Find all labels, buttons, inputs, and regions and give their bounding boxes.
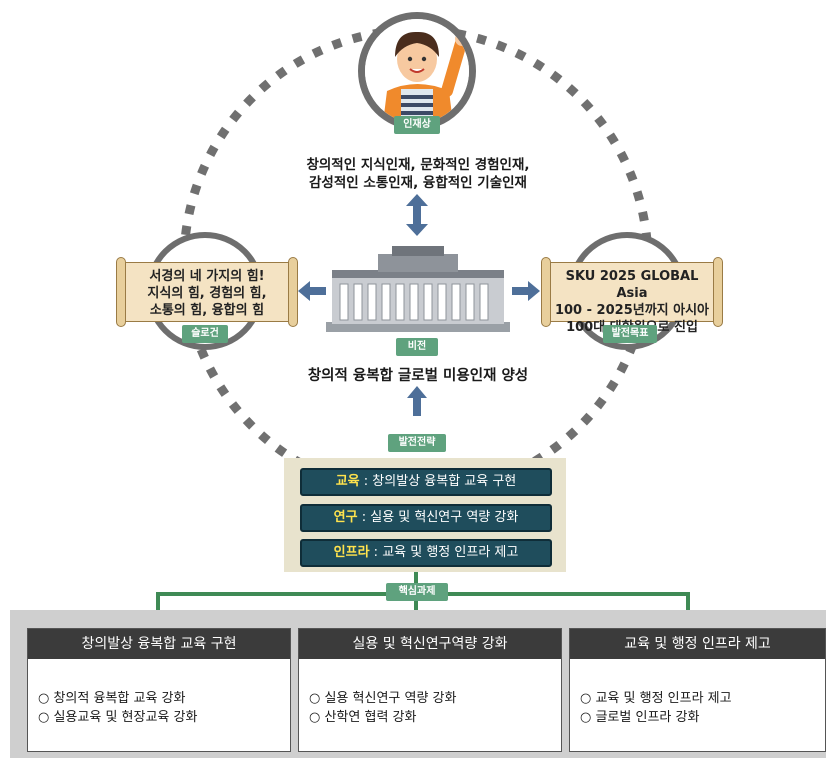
slogan-line-2: 지식의 힘, 경험의 힘, [147,286,267,301]
core-task-education: 창의발상 융복합 교육 구현 ○ 창의적 융복합 교육 강화 ○ 실용교육 및 … [27,628,291,752]
slogan-tag: 슬로건 [182,325,228,343]
strategy-tag: 발전전략 [388,434,446,452]
building-icon [326,246,510,332]
task-title: 실용 및 혁신연구역량 강화 [299,629,561,659]
talent-line-1: 창의적인 지식인재, 문화적인 경험인재, [306,157,530,173]
goal-line-2: 100 - 2025년까지 아시아 [554,303,710,318]
goal-scroll: SKU 2025 GLOBAL Asia 100 - 2025년까지 아시아 1… [541,257,723,335]
task-body: ○ 창의적 융복합 교육 강화 ○ 실용교육 및 현장교육 강화 [28,659,290,727]
strategy-sep: : [359,474,373,489]
task-item: ○ 실용교육 및 현장교육 강화 [38,710,198,725]
task-body: ○ 실용 혁신연구 역량 강화 ○ 산학연 협력 강화 [299,659,561,727]
vision-text: 창의적 융복합 글로벌 미용인재 양성 [307,368,529,384]
slogan-scroll: 서경의 네 가지의 힘! 지식의 힘, 경험의 힘, 소통의 힘, 융합의 힘 [116,257,298,327]
task-item: ○ 교육 및 행정 인프라 제고 [580,691,732,706]
double-arrow-icon [406,194,428,236]
strategy-item-infra: 인프라 : 교육 및 행정 인프라 제고 [300,539,552,567]
task-title: 창의발상 융복합 교육 구현 [28,629,290,659]
core-task-infra: 교육 및 행정 인프라 제고 ○ 교육 및 행정 인프라 제고 ○ 글로벌 인프… [569,628,826,752]
task-item: ○ 산학연 협력 강화 [309,710,417,725]
strategy-item-research: 연구 : 실용 및 혁신연구 역량 강화 [300,504,552,532]
task-item: ○ 창의적 융복합 교육 강화 [38,691,186,706]
person-icon [365,19,469,123]
arrow-right-icon [512,281,540,301]
strategy-text: 교육 및 행정 인프라 제고 [382,545,519,560]
task-item: ○ 실용 혁신연구 역량 강화 [309,691,457,706]
strategy-key: 인프라 [333,545,370,560]
talent-line-2: 감성적인 소통인재, 융합적인 기술인재 [309,175,527,191]
strategy-key: 연구 [333,510,358,525]
goal-line-1: SKU 2025 GLOBAL Asia [565,269,699,301]
task-body: ○ 교육 및 행정 인프라 제고 ○ 글로벌 인프라 강화 [570,659,825,727]
talent-circle [358,12,476,130]
strategy-key: 교육 [335,474,360,489]
task-title: 교육 및 행정 인프라 제고 [570,629,825,659]
strategy-text: 실용 및 혁신연구 역량 강화 [370,510,519,525]
strategy-sep: : [357,510,371,525]
slogan-line-3: 소통의 힘, 융합의 힘 [149,303,265,318]
slogan-line-1: 서경의 네 가지의 힘! [149,269,265,284]
arrow-left-icon [298,281,326,301]
goal-tag: 발전목표 [603,325,657,343]
vision-tag: 비전 [396,338,438,356]
talent-tag: 인재상 [394,116,440,134]
core-task-research: 실용 및 혁신연구역량 강화 ○ 실용 혁신연구 역량 강화 ○ 산학연 협력 … [298,628,562,752]
strategy-sep: : [369,545,383,560]
task-item: ○ 글로벌 인프라 강화 [580,710,700,725]
strategy-text: 창의발상 융복합 교육 구현 [372,474,517,489]
arrow-up-icon [407,386,427,416]
strategy-item-education: 교육 : 창의발상 융복합 교육 구현 [300,468,552,496]
core-tag: 핵심과제 [386,583,448,601]
talent-description: 창의적인 지식인재, 문화적인 경험인재, 감성적인 소통인재, 융합적인 기술… [282,156,554,192]
